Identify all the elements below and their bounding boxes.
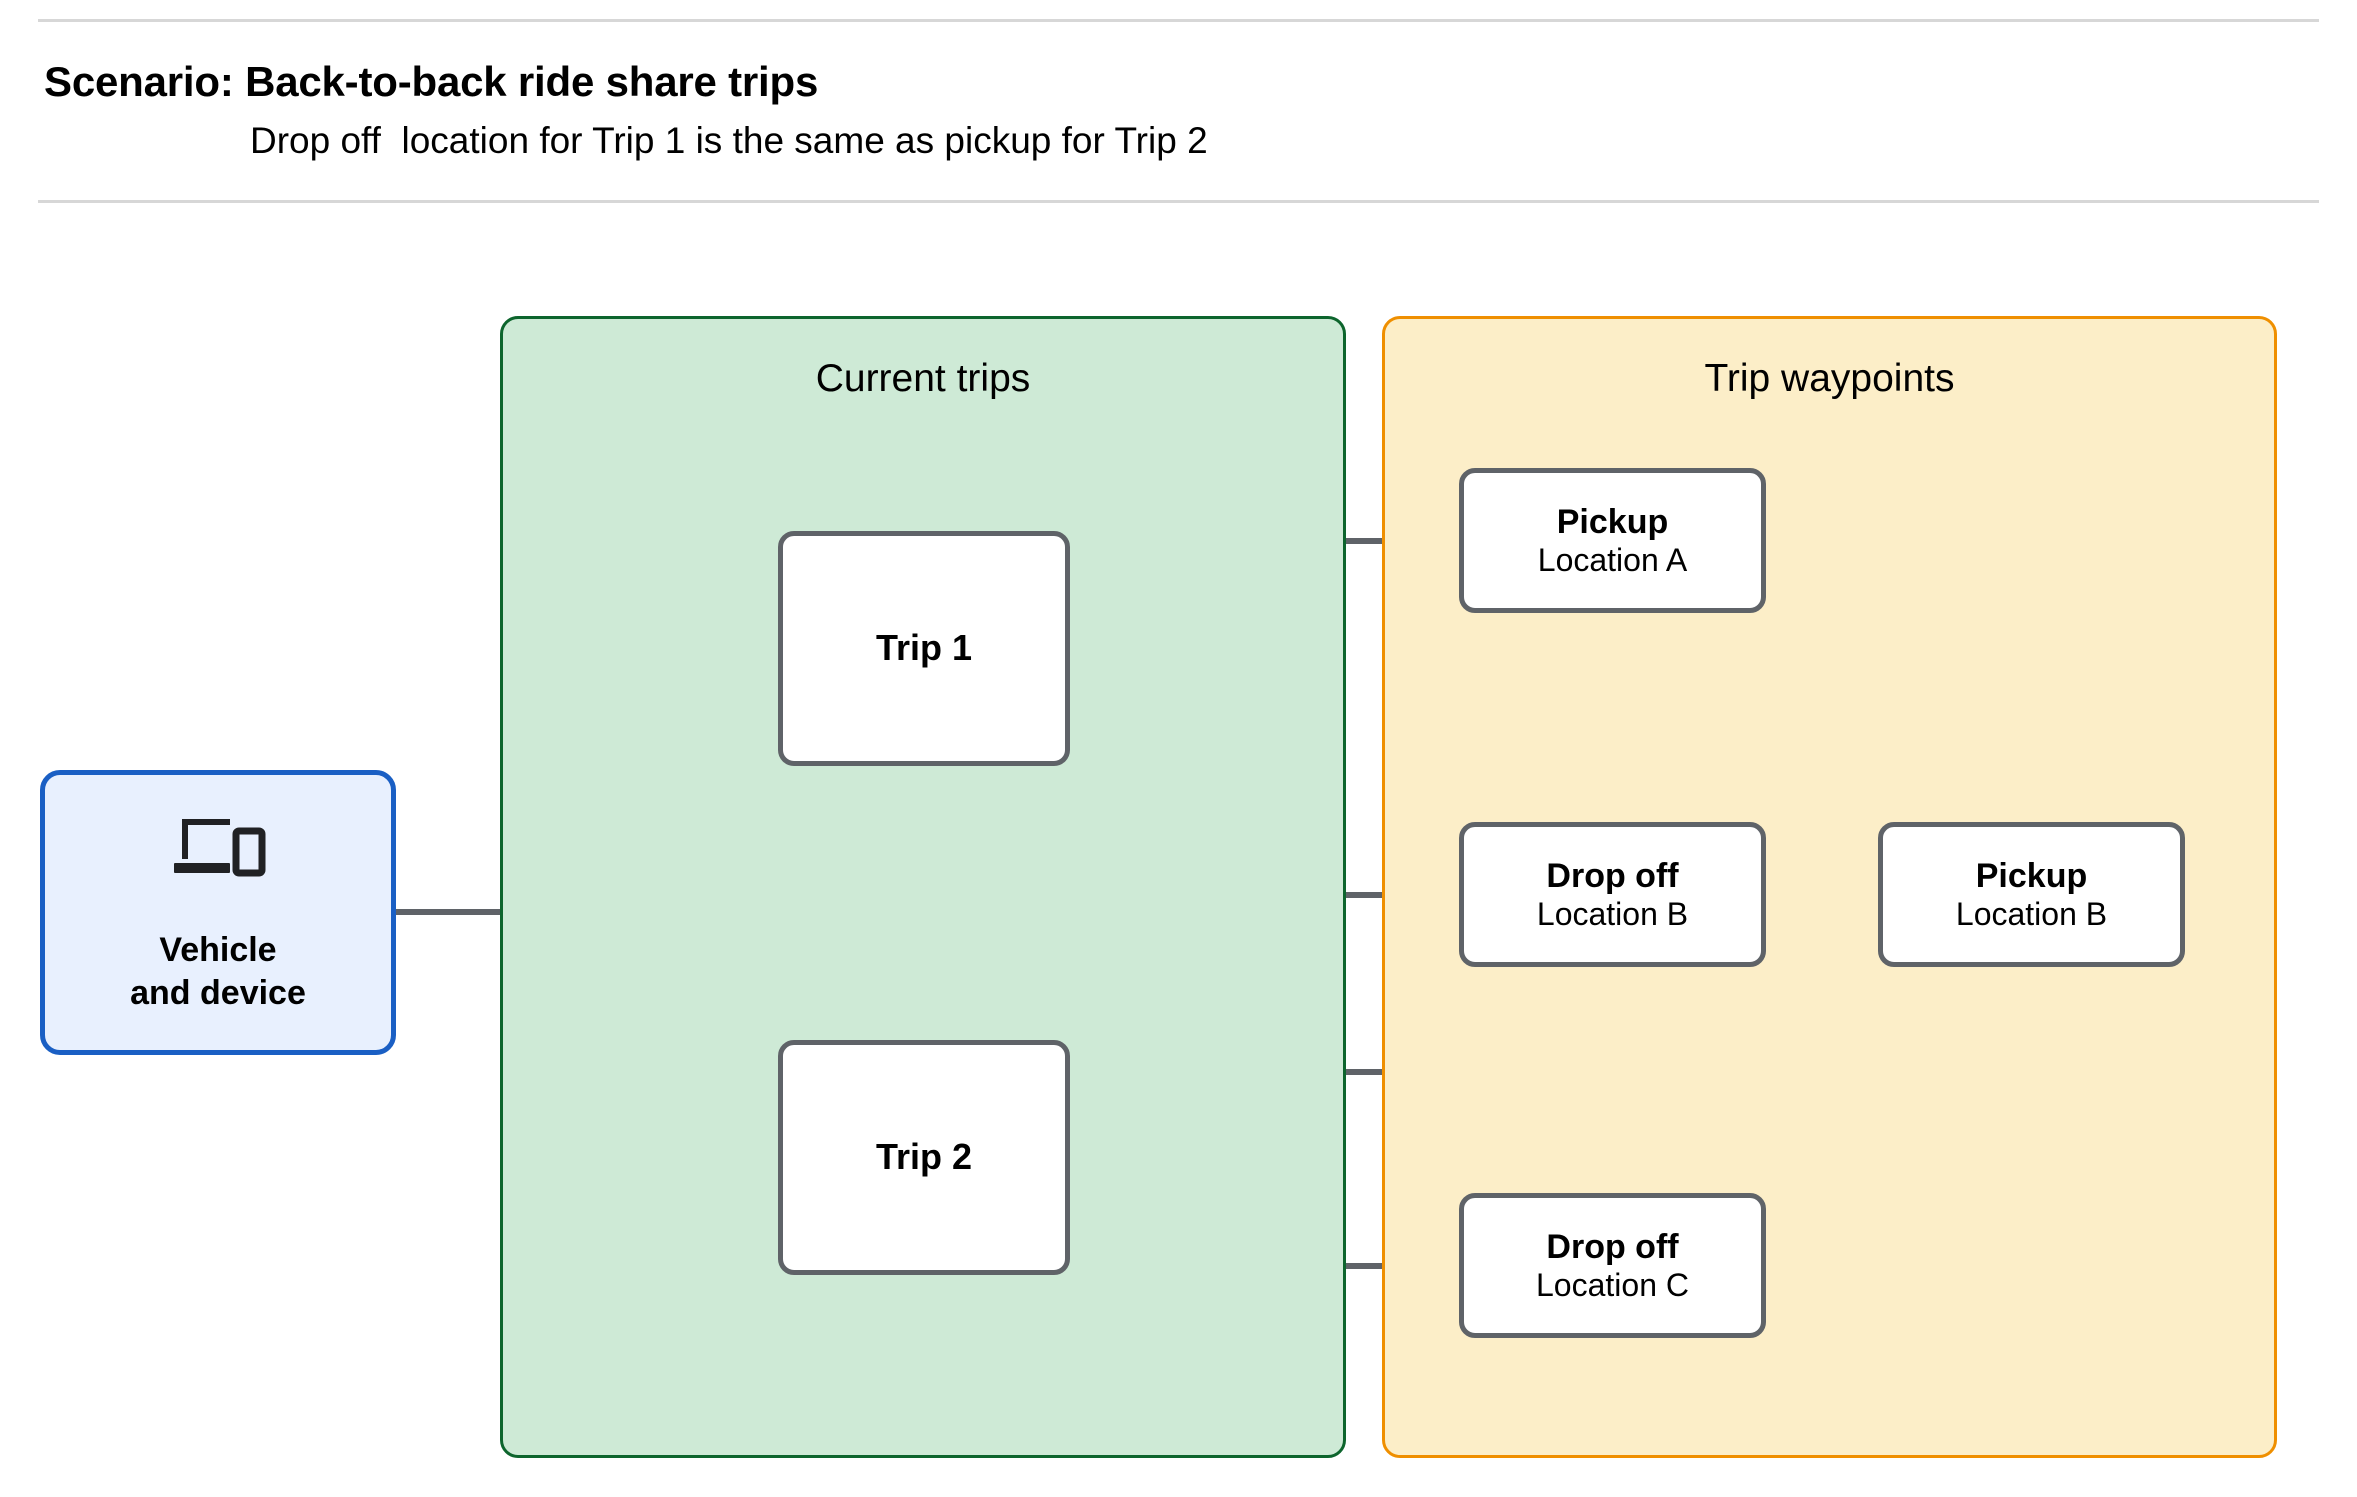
- devices-icon: [174, 819, 266, 877]
- node-trip-1[interactable]: Trip 1: [778, 531, 1070, 766]
- node-trip-2-label: Trip 2: [875, 1136, 973, 1178]
- node-vehicle-and-device[interactable]: Vehicle and device: [40, 770, 396, 1055]
- header-divider-bottom: [38, 200, 2319, 203]
- node-trip-1-label: Trip 1: [875, 627, 973, 669]
- waypoint-type: Pickup: [1975, 856, 2088, 895]
- node-waypoint-pickup-a[interactable]: Pickup Location A: [1459, 468, 1766, 613]
- page-title: Scenario: Back-to-back ride share trips: [44, 58, 819, 105]
- waypoint-type: Pickup: [1556, 502, 1669, 541]
- waypoint-type: Drop off: [1546, 1227, 1679, 1266]
- node-waypoint-pickup-b[interactable]: Pickup Location B: [1878, 822, 2185, 967]
- waypoint-location: Location B: [1955, 895, 2108, 932]
- node-waypoint-dropoff-b[interactable]: Drop off Location B: [1459, 822, 1766, 967]
- header-divider-top: [38, 19, 2319, 22]
- panel-current-trips-title: Current trips: [815, 357, 1031, 400]
- node-vehicle-label: Vehicle and device: [130, 931, 306, 1012]
- waypoint-location: Location C: [1536, 1266, 1689, 1303]
- panel-current-trips: Current trips: [500, 316, 1346, 1458]
- node-trip-2[interactable]: Trip 2: [778, 1040, 1070, 1275]
- waypoint-type: Drop off: [1546, 856, 1679, 895]
- panel-trip-waypoints-title: Trip waypoints: [1704, 357, 1955, 400]
- page-subtitle: Drop off location for Trip 1 is the same…: [250, 120, 1208, 161]
- waypoint-location: Location B: [1536, 895, 1689, 932]
- waypoint-location: Location A: [1537, 541, 1688, 578]
- node-waypoint-dropoff-c[interactable]: Drop off Location C: [1459, 1193, 1766, 1338]
- header: Scenario: Back-to-back ride share trips …: [0, 0, 2357, 205]
